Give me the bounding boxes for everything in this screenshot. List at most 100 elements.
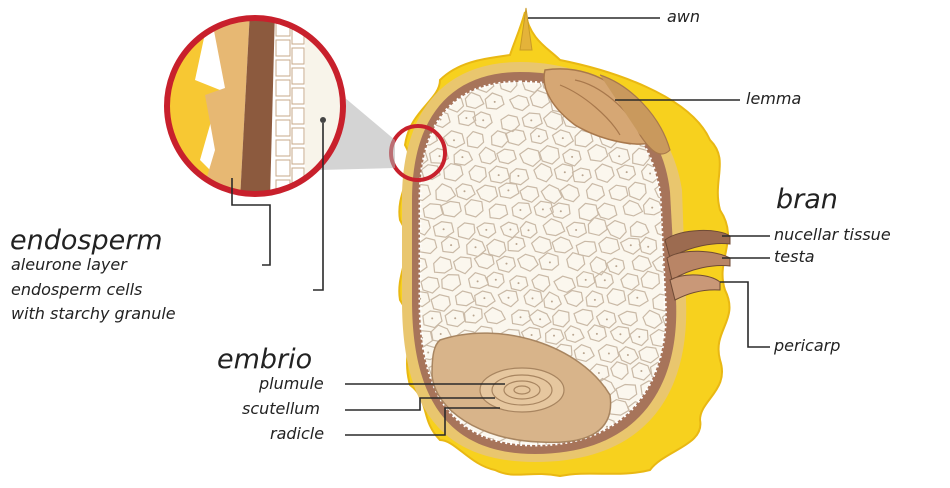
starch-granule <box>553 335 555 337</box>
label-aleurone-layer: aleurone layer <box>11 257 127 273</box>
starch-granule <box>649 173 651 175</box>
starch-granule <box>572 334 574 336</box>
starch-granule <box>647 246 649 248</box>
starch-granule <box>596 333 598 335</box>
label-lemma: lemma <box>746 91 801 107</box>
aleurone-cell <box>292 128 304 144</box>
starch-granule <box>585 279 587 281</box>
starch-granule <box>473 315 475 317</box>
starch-granule <box>549 261 551 263</box>
aleurone-cell <box>276 80 290 96</box>
starch-granule <box>443 228 445 230</box>
endosperm-cell <box>414 438 432 455</box>
starch-granule <box>516 243 518 245</box>
starch-granule <box>615 265 617 267</box>
label-awn: awn <box>667 9 700 25</box>
label-pericarp: pericarp <box>774 338 840 354</box>
starch-granule <box>531 334 533 336</box>
starch-granule <box>638 336 640 338</box>
starch-granule <box>604 279 606 281</box>
starch-granule <box>532 297 534 299</box>
aleurone-cell <box>292 108 304 124</box>
starch-granule <box>661 81 663 83</box>
starch-granule <box>582 174 584 176</box>
starch-granule <box>606 318 608 320</box>
starch-granule <box>477 280 479 282</box>
starch-granule <box>494 101 496 103</box>
starch-granule <box>626 171 628 173</box>
aleurone-cell <box>276 160 290 176</box>
starch-granule <box>440 119 442 121</box>
bran-flaps <box>665 230 730 300</box>
label-scutellum: scutellum <box>242 401 320 417</box>
starch-granule <box>450 244 452 246</box>
aleurone-cell <box>276 60 290 76</box>
aleurone-cell <box>276 120 290 136</box>
endosperm-cell <box>654 75 673 92</box>
starch-granule <box>517 175 519 177</box>
label-bran: bran <box>776 186 838 213</box>
starch-granule <box>419 83 421 85</box>
starch-granule <box>482 119 484 121</box>
starch-granule <box>608 353 610 355</box>
starch-granule <box>464 190 466 192</box>
starch-granule <box>483 297 485 299</box>
starch-granule <box>571 156 573 158</box>
starch-granule <box>508 297 510 299</box>
starch-granule <box>454 317 456 319</box>
starch-granule <box>440 333 442 335</box>
starch-granule <box>562 137 564 139</box>
starch-granule <box>519 209 521 211</box>
aleurone-cell <box>276 140 290 156</box>
starch-granule <box>465 117 467 119</box>
label-plumule: plumule <box>259 376 324 392</box>
starch-granule <box>528 229 530 231</box>
starch-granule <box>640 370 642 372</box>
starch-granule <box>618 155 620 157</box>
starch-granule <box>630 244 632 246</box>
starch-granule <box>636 297 638 299</box>
starch-granule <box>606 426 608 428</box>
label-endosperm: endosperm <box>10 227 163 254</box>
starch-granule <box>530 119 532 121</box>
label-nucellar-tissue: nucellar tissue <box>774 227 891 243</box>
starch-granule <box>627 354 629 356</box>
starch-granule <box>651 207 653 209</box>
starch-granule <box>495 279 497 281</box>
starch-granule <box>551 301 553 303</box>
aleurone-cell <box>292 48 304 64</box>
starch-granule <box>542 208 544 210</box>
starch-granule <box>453 139 455 141</box>
starch-granule <box>619 333 621 335</box>
starch-granule <box>598 372 600 374</box>
starch-granule <box>520 316 522 318</box>
starch-granule <box>560 210 562 212</box>
label-testa: testa <box>774 249 815 265</box>
starch-granule <box>498 174 500 176</box>
aleurone-cell <box>292 88 304 104</box>
endosperm-cell <box>410 77 428 92</box>
starch-granule <box>509 229 511 231</box>
starch-granule <box>475 246 477 248</box>
starch-granule <box>439 155 441 157</box>
starch-granule <box>431 317 433 319</box>
label-endosperm-cells: endosperm cells <box>11 282 142 298</box>
aleurone-cell <box>292 148 304 164</box>
starch-granule <box>538 135 540 137</box>
starch-granule <box>575 229 577 231</box>
aleurone-cell <box>292 68 304 84</box>
starch-granule <box>485 229 487 231</box>
label-embrio: embrio <box>217 346 312 373</box>
starch-granule <box>564 171 566 173</box>
starch-granule <box>583 352 585 354</box>
starch-granule <box>427 352 429 354</box>
label-starchy-granule: with starchy granule <box>11 306 176 322</box>
aleurone-cell <box>276 40 290 56</box>
aleurone-cell <box>292 188 304 204</box>
magnified-detail <box>160 10 365 210</box>
starch-granule <box>461 156 463 158</box>
label-radicle: radicle <box>270 426 324 442</box>
starch-granule <box>539 318 541 320</box>
starch-granule <box>507 189 509 191</box>
